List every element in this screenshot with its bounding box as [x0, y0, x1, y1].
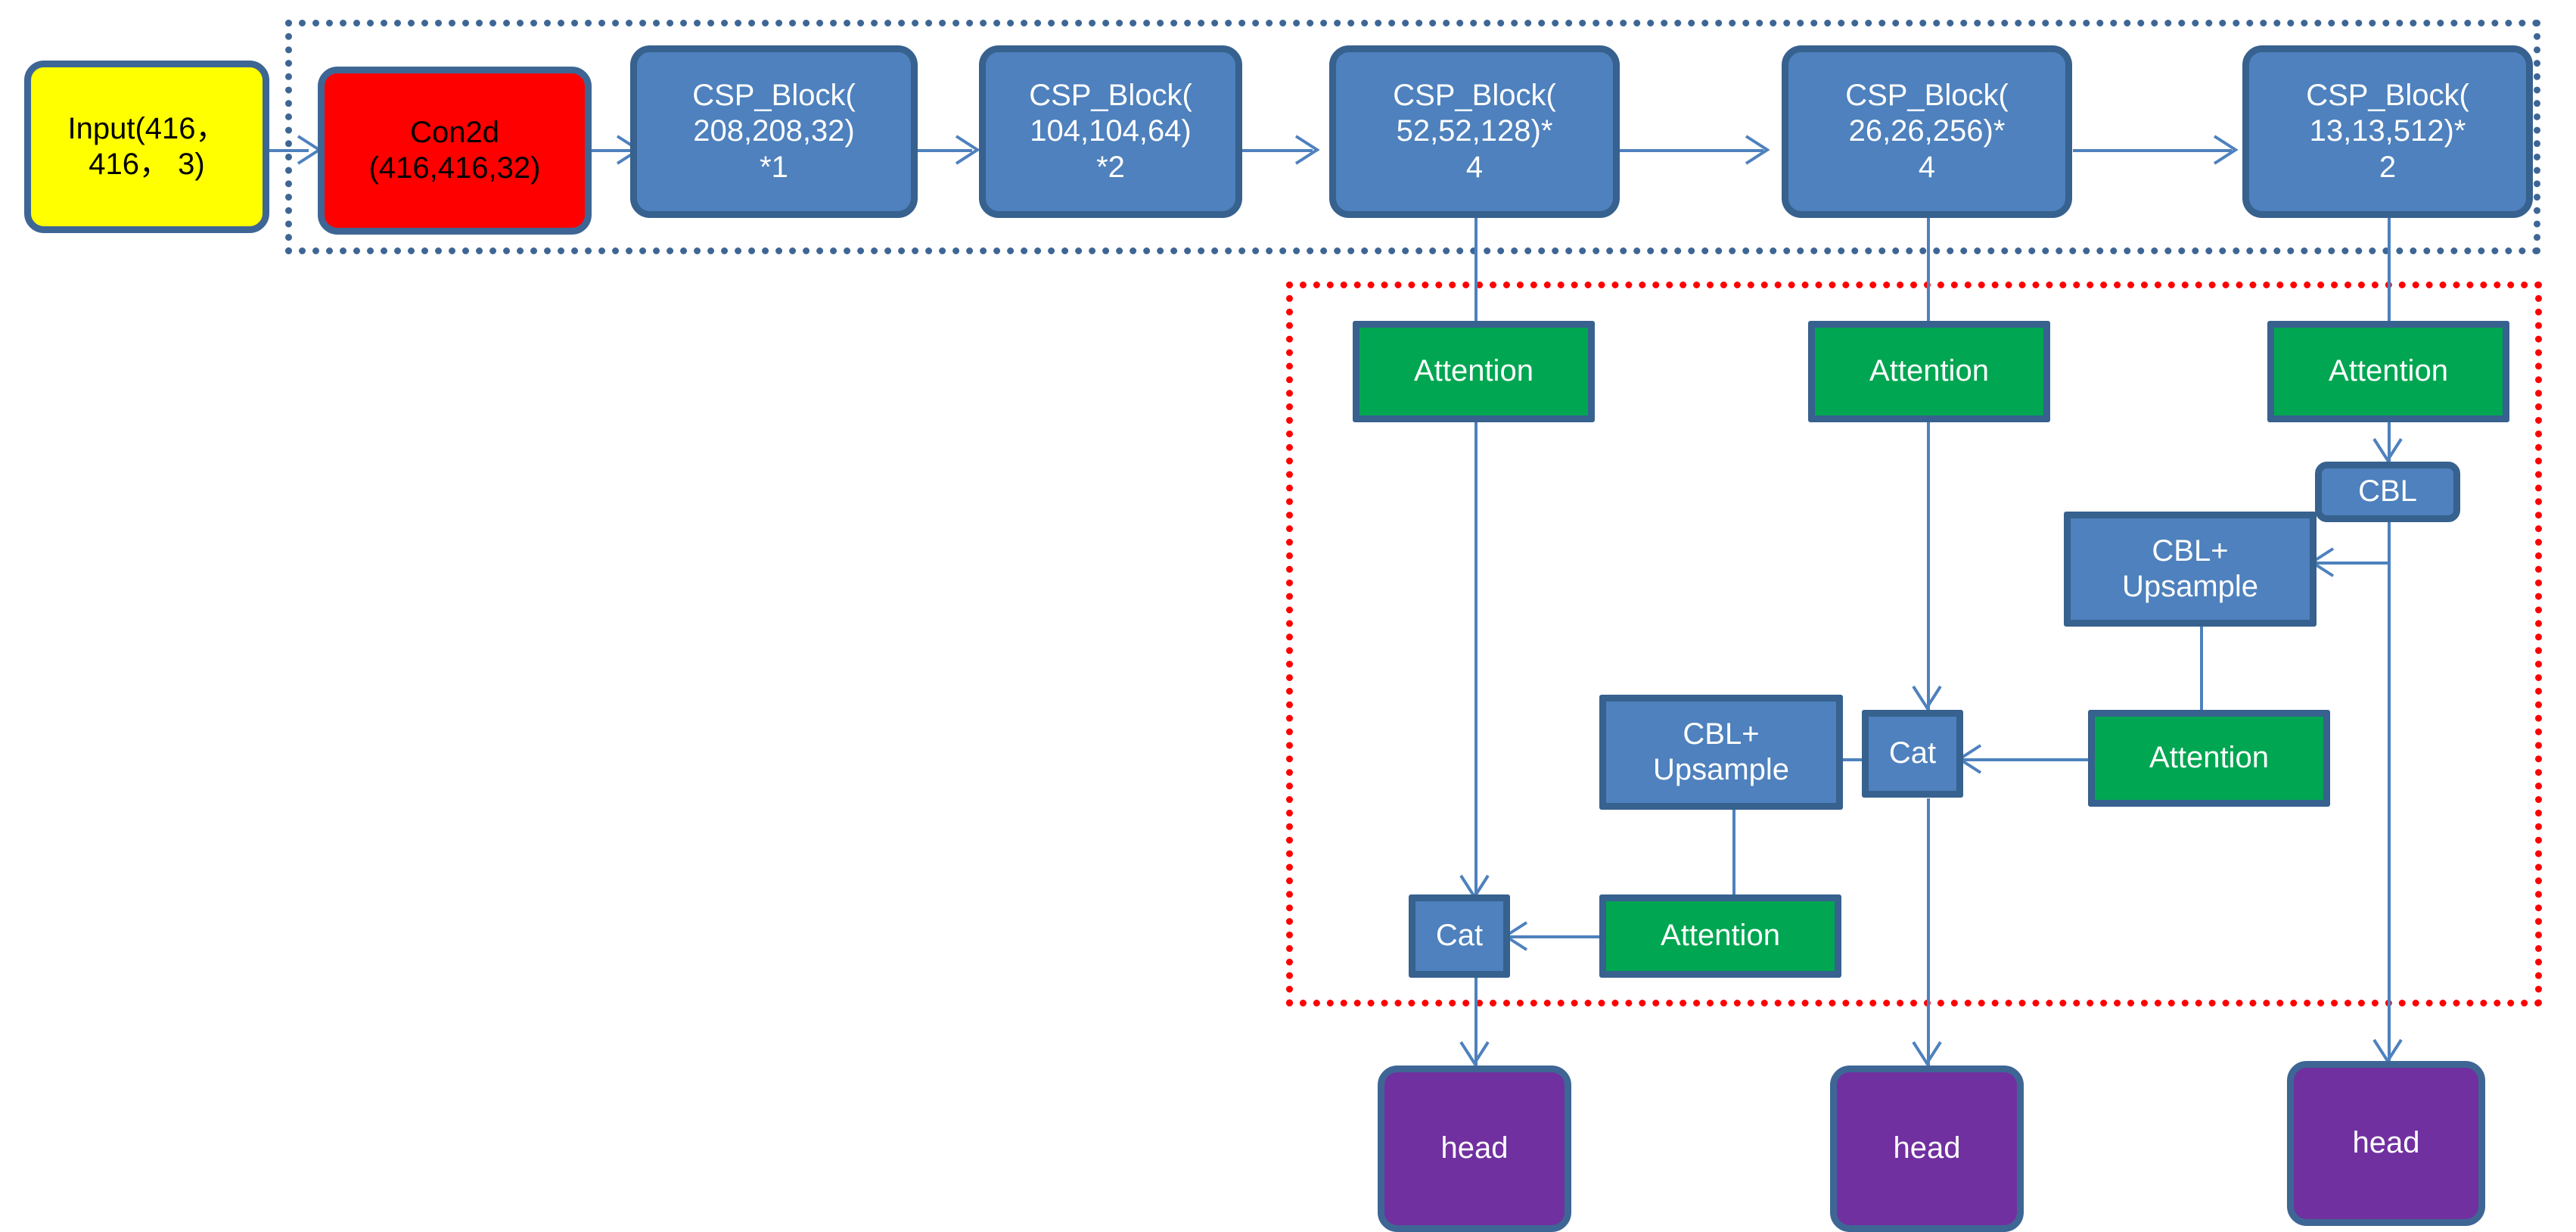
edge-csp4-csp5 — [2073, 149, 2232, 152]
node-attention-cat-p3[interactable]: Attention — [1599, 894, 1841, 978]
backbone-group-frame — [285, 20, 2540, 254]
node-cbl-upsample-p4-label: CBL+ Upsample — [1652, 717, 1790, 786]
node-csp-block-4[interactable]: CSP_Block( 26,26,256)* 4 — [1782, 45, 2072, 218]
node-attention-cat-p4-label: Attention — [2149, 741, 2269, 775]
node-cbl[interactable]: CBL — [2315, 462, 2460, 522]
node-csp-block-2-label: CSP_Block( 104,104,64) *2 — [1029, 79, 1192, 184]
node-cbl-upsample-p5[interactable]: CBL+ Upsample — [2064, 512, 2317, 627]
arrowhead-cat-bot-head-left — [1459, 1041, 1490, 1066]
arrowhead-csp1-csp2 — [955, 134, 980, 166]
node-csp-block-3-label: CSP_Block( 52,52,128)* 4 — [1393, 79, 1556, 184]
arrowhead-cbl-head-right — [2372, 1038, 2404, 1064]
edge-csp2-csp3 — [1241, 149, 1313, 152]
node-head-p5[interactable]: head — [2287, 1061, 2485, 1226]
node-csp-block-1[interactable]: CSP_Block( 208,208,32) *1 — [630, 45, 918, 218]
node-input-label: Input(416， 416， 3) — [67, 111, 226, 181]
node-cat-p4-label: Cat — [1888, 736, 1937, 770]
node-csp-block-4-label: CSP_Block( 26,26,256)* 4 — [1845, 79, 2009, 184]
edge-cbl-head-right — [2388, 490, 2391, 1066]
neck-group-frame — [1286, 282, 2542, 1006]
node-cat-p3-label: Cat — [1435, 919, 1484, 953]
edge-attn-mid-cat-top — [1927, 422, 1930, 710]
node-attention-cat-p3-label: Attention — [1661, 919, 1780, 953]
node-csp-block-5[interactable]: CSP_Block( 13,13,512)* 2 — [2242, 45, 2533, 218]
node-csp-block-2[interactable]: CSP_Block( 104,104,64) *2 — [979, 45, 1242, 218]
node-csp-block-5-label: CSP_Block( 13,13,512)* 2 — [2306, 79, 2469, 184]
node-csp-block-1-label: CSP_Block( 208,208,32) *1 — [692, 79, 856, 184]
edge-cblups-bot-attn — [1732, 810, 1735, 894]
node-head-p4[interactable]: head — [1830, 1066, 2024, 1232]
node-attention-p3[interactable]: Attention — [1353, 321, 1595, 422]
node-csp-block-3[interactable]: CSP_Block( 52,52,128)* 4 — [1329, 45, 1620, 218]
edge-csp3-csp4 — [1620, 149, 1763, 152]
edge-cat-bot-head-left — [1474, 976, 1478, 1067]
node-attention-p4-label: Attention — [1869, 354, 1989, 388]
edge-cat-top-head-mid — [1927, 798, 1930, 1067]
arrowhead-csp2-csp3 — [1294, 134, 1320, 166]
edge-attn-cat-top-cat — [1962, 758, 2088, 761]
node-cbl-label: CBL — [2358, 474, 2417, 509]
node-attention-p5[interactable]: Attention — [2267, 321, 2509, 422]
arrowhead-csp4-csp5 — [2213, 134, 2239, 166]
edge-attn-cat-bot-cat — [1509, 935, 1599, 938]
arrowhead-cat-top-head-mid — [1911, 1041, 1943, 1066]
edge-attn-right-cbl — [2388, 422, 2391, 462]
edge-input-conv — [269, 149, 309, 152]
node-head-p3[interactable]: head — [1378, 1066, 1571, 1232]
edge-cblups-top-attn — [2200, 627, 2203, 710]
node-attention-p3-label: Attention — [1414, 354, 1533, 388]
node-input[interactable]: Input(416， 416， 3) — [24, 61, 269, 233]
node-attention-p5-label: Attention — [2329, 354, 2448, 388]
node-cbl-upsample-p4[interactable]: CBL+ Upsample — [1599, 695, 1843, 810]
arrowhead-attn-right-cbl — [2372, 437, 2404, 463]
node-conv2d-label: Con2d (416,416,32) — [368, 115, 541, 185]
node-conv2d[interactable]: Con2d (416,416,32) — [318, 67, 592, 235]
node-cbl-upsample-p5-label: CBL+ Upsample — [2121, 534, 2259, 603]
node-attention-p4[interactable]: Attention — [1808, 321, 2050, 422]
node-attention-cat-p4[interactable]: Attention — [2088, 710, 2330, 807]
node-head-p5-label: head — [2352, 1126, 2420, 1160]
node-head-p3-label: head — [1440, 1131, 1509, 1165]
edge-conv-csp1 — [591, 149, 630, 152]
node-head-p4-label: head — [1893, 1131, 1961, 1165]
node-cat-p3[interactable]: Cat — [1409, 894, 1510, 978]
edge-attn-left-cat-bot — [1474, 422, 1478, 899]
node-cat-p4[interactable]: Cat — [1862, 710, 1963, 798]
arrowhead-csp3-csp4 — [1745, 134, 1770, 166]
edge-cbl-cblups-top — [2315, 562, 2389, 565]
edge-csp1-csp2 — [918, 149, 972, 152]
arrowhead-attn-mid-cat-top — [1911, 685, 1943, 711]
